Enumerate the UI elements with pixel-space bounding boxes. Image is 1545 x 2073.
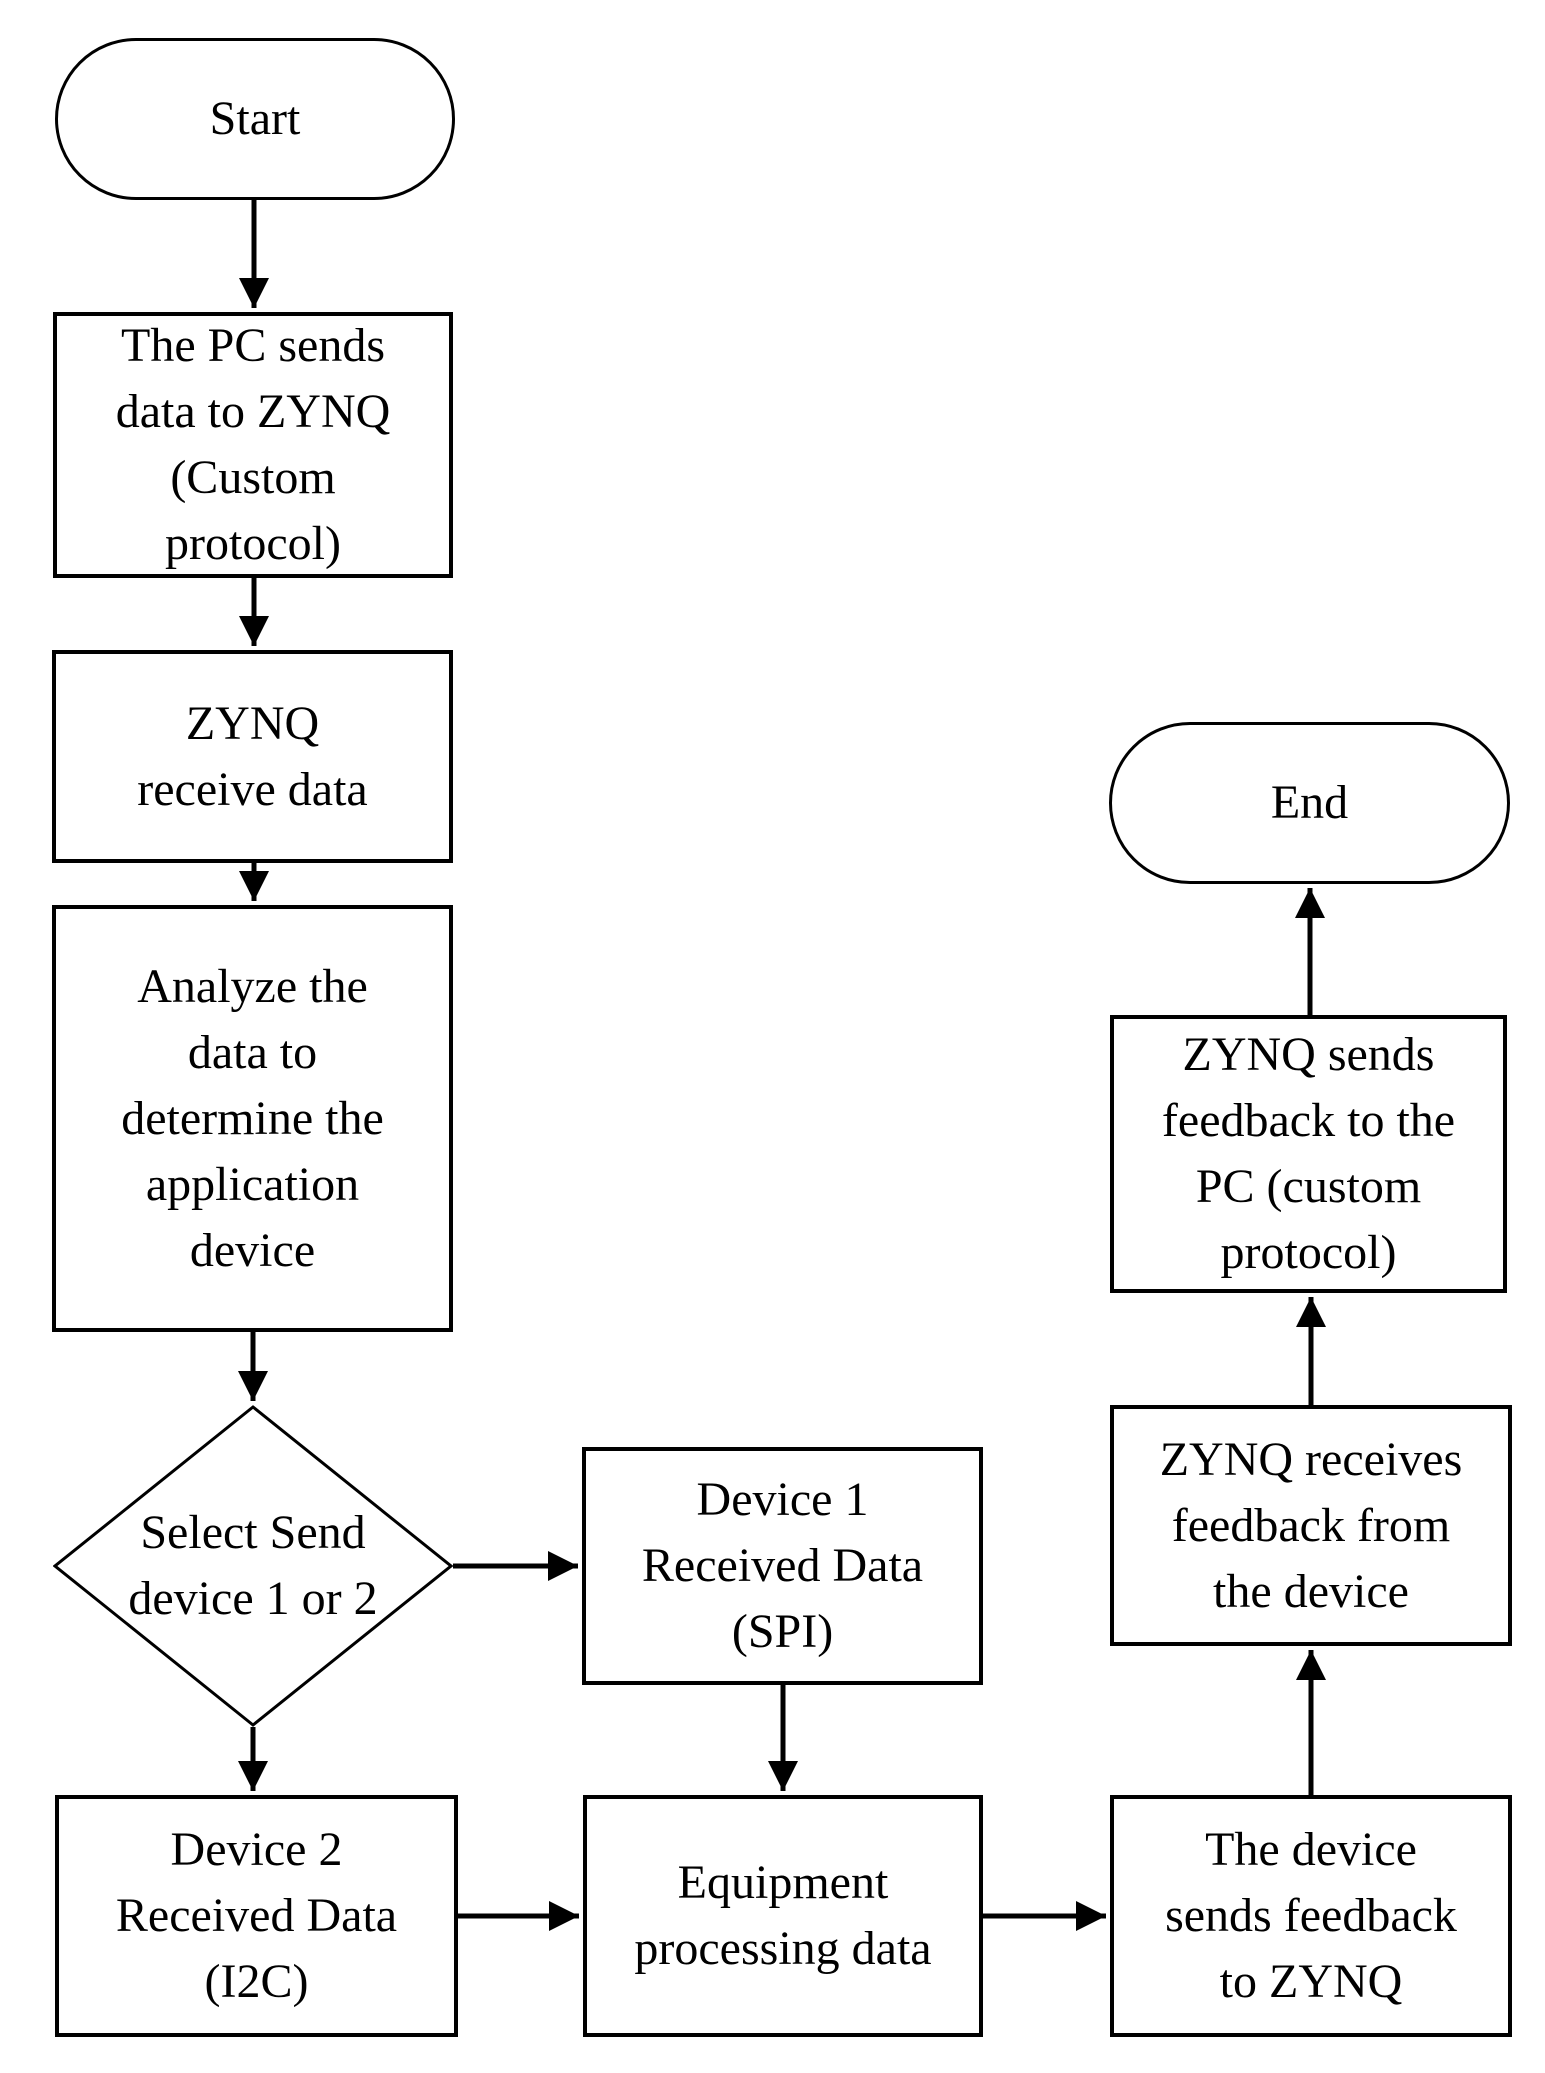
node-device-feedback-label: The device sends feedback to ZYNQ (1165, 1823, 1457, 2008)
node-analyze: Analyze the data to determine the applic… (52, 905, 453, 1332)
node-device-feedback: The device sends feedback to ZYNQ (1110, 1795, 1512, 2037)
node-pc-sends-label: The PC sends data to ZYNQ (Custom protoc… (115, 319, 391, 570)
node-analyze-label: Analyze the data to determine the applic… (121, 959, 384, 1277)
node-zynq-sends-feedback: ZYNQ sends feedback to the PC (custom pr… (1110, 1015, 1507, 1293)
node-equipment-label: Equipment processing data (634, 1856, 932, 1975)
node-zynq-sends-feedback-label: ZYNQ sends feedback to the PC (custom pr… (1161, 1028, 1456, 1279)
decision-diamond-shape (53, 1405, 453, 1727)
node-device2-i2c-label: Device 2 Received Data (I2C) (115, 1823, 398, 2008)
node-select-device-label: Select Send device 1 or 2 (128, 1506, 378, 1625)
node-zynq-receives-feedback-label: ZYNQ receives feedback from the device (1159, 1432, 1463, 1618)
node-start: Start (55, 38, 455, 200)
node-end-label: End (1270, 776, 1349, 829)
node-end: End (1109, 722, 1510, 884)
node-device1-spi-label: Device 1 Received Data (SPI) (641, 1473, 924, 1658)
node-zynq-receive: ZYNQ receive data (52, 650, 453, 863)
node-select-device: Select Send device 1 or 2 (53, 1405, 453, 1727)
node-zynq-receive-label: ZYNQ receive data (137, 696, 368, 816)
node-zynq-receives-feedback: ZYNQ receives feedback from the device (1110, 1405, 1512, 1646)
node-start-label: Start (209, 92, 301, 145)
node-pc-sends: The PC sends data to ZYNQ (Custom protoc… (53, 312, 453, 578)
node-device2-i2c: Device 2 Received Data (I2C) (55, 1795, 458, 2037)
node-equipment: Equipment processing data (583, 1795, 983, 2037)
node-device1-spi: Device 1 Received Data (SPI) (582, 1447, 983, 1685)
